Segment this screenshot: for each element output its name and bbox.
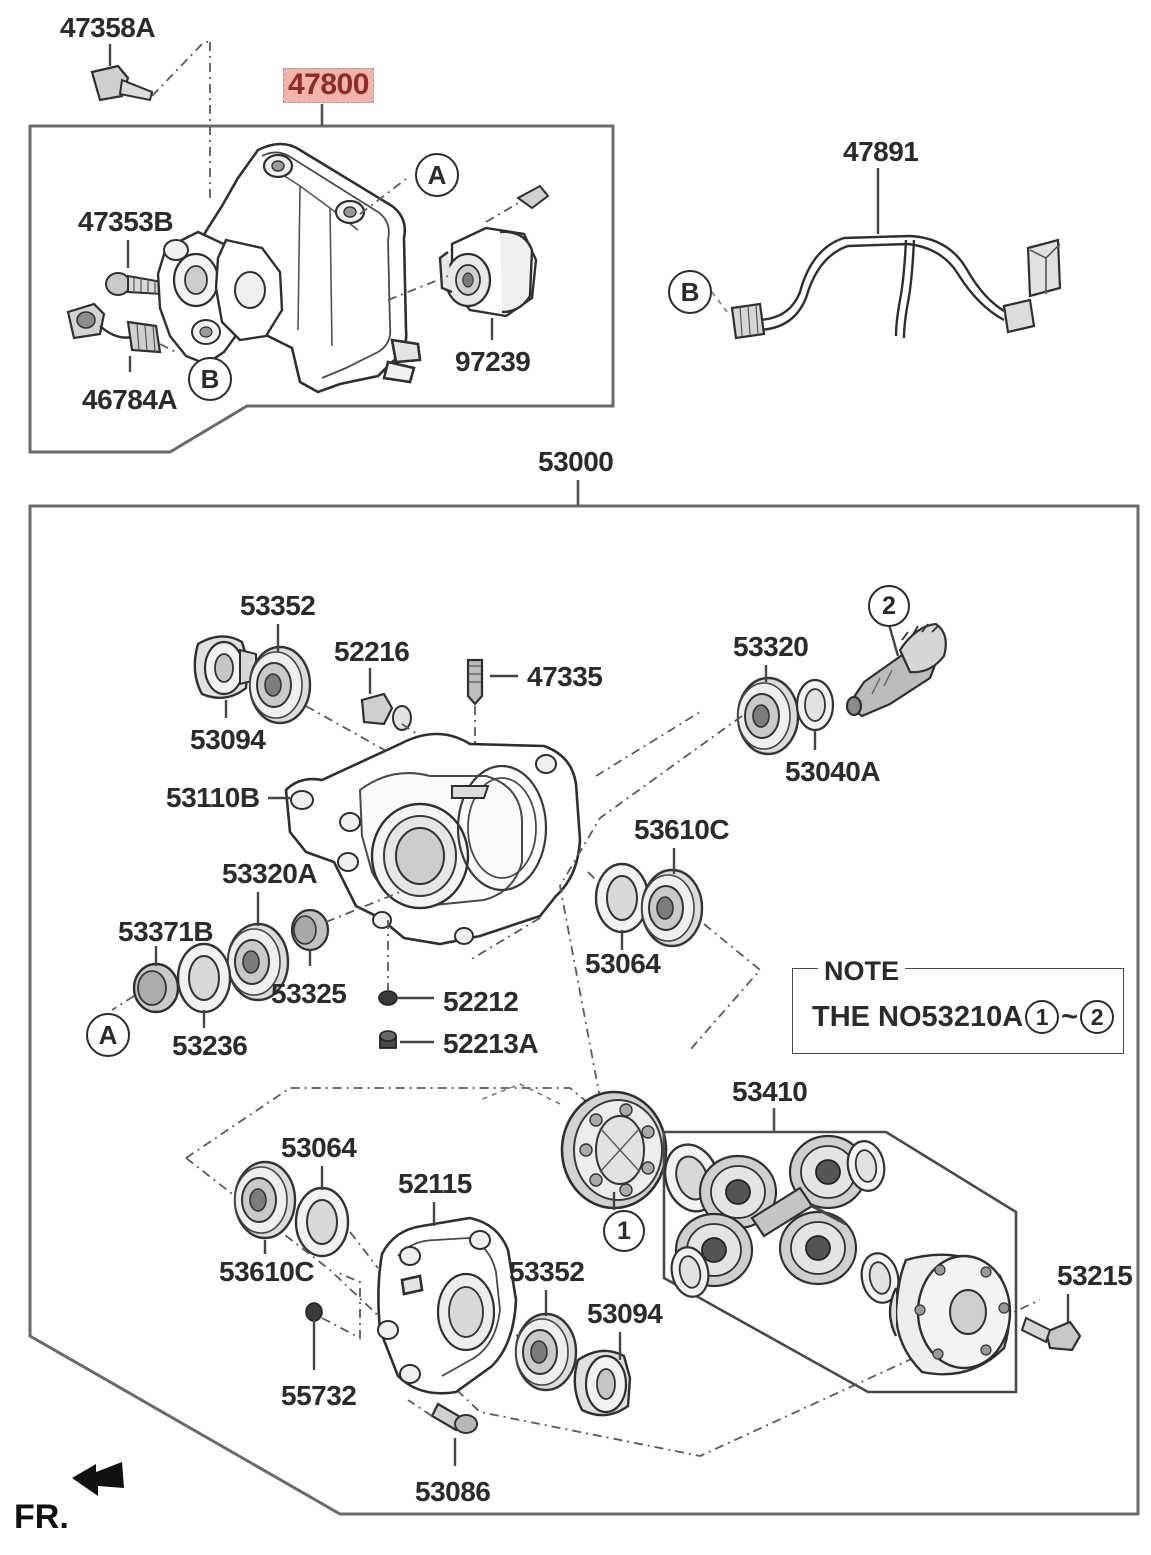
- callout-1-ring: 1: [603, 1210, 645, 1252]
- note-part-number: THE NO53210A: [812, 1000, 1024, 1033]
- label-53236: 53236: [172, 1030, 248, 1061]
- label-53610c-low: 53610C: [219, 1256, 315, 1287]
- label-52213a: 52213A: [443, 1028, 539, 1059]
- label-55732: 55732: [281, 1380, 357, 1411]
- label-47353b: 47353B: [78, 206, 174, 237]
- label-53610c-mid: 53610C: [634, 814, 730, 845]
- label-47335: 47335: [527, 661, 603, 692]
- callout-a-main: A: [86, 1013, 130, 1057]
- note-circle-1: 1: [1025, 1000, 1060, 1034]
- callout-b-top: B: [188, 357, 232, 401]
- note-text: THE NO53210A 1 ~ 2: [812, 1000, 1115, 1034]
- label-53000: 53000: [538, 446, 614, 477]
- label-53325: 53325: [271, 978, 347, 1009]
- label-47800: 47800: [283, 68, 374, 103]
- label-53371b: 53371B: [118, 916, 214, 947]
- label-53064-low: 53064: [281, 1132, 357, 1163]
- label-53352-low: 53352: [509, 1256, 585, 1287]
- label-52216: 52216: [334, 636, 410, 667]
- callout-a-top: A: [415, 153, 459, 197]
- label-53410: 53410: [732, 1076, 808, 1107]
- label-97239: 97239: [455, 346, 531, 377]
- label-53086: 53086: [415, 1476, 491, 1507]
- callout-b-harness: B: [668, 270, 712, 314]
- label-53110b: 53110B: [166, 782, 260, 813]
- label-46784a: 46784A: [82, 384, 178, 415]
- label-47358a: 47358A: [60, 12, 156, 43]
- front-direction-label: FR.: [14, 1498, 69, 1536]
- note-circle-2: 2: [1080, 1000, 1115, 1034]
- label-53094-low: 53094: [587, 1298, 663, 1329]
- callout-2-pinion: 2: [868, 585, 910, 627]
- label-47891: 47891: [843, 136, 919, 167]
- label-53215: 53215: [1057, 1260, 1133, 1291]
- label-53320: 53320: [733, 631, 809, 662]
- label-53094-top: 53094: [190, 724, 266, 755]
- note-title: NOTE: [818, 956, 906, 987]
- label-52115: 52115: [398, 1168, 472, 1199]
- label-53320a: 53320A: [222, 858, 318, 889]
- note-tilde: ~: [1061, 1000, 1079, 1033]
- label-52212: 52212: [443, 986, 519, 1017]
- label-53352-top: 53352: [240, 590, 316, 621]
- label-53040a: 53040A: [785, 756, 881, 787]
- label-53064-mid: 53064: [585, 948, 661, 979]
